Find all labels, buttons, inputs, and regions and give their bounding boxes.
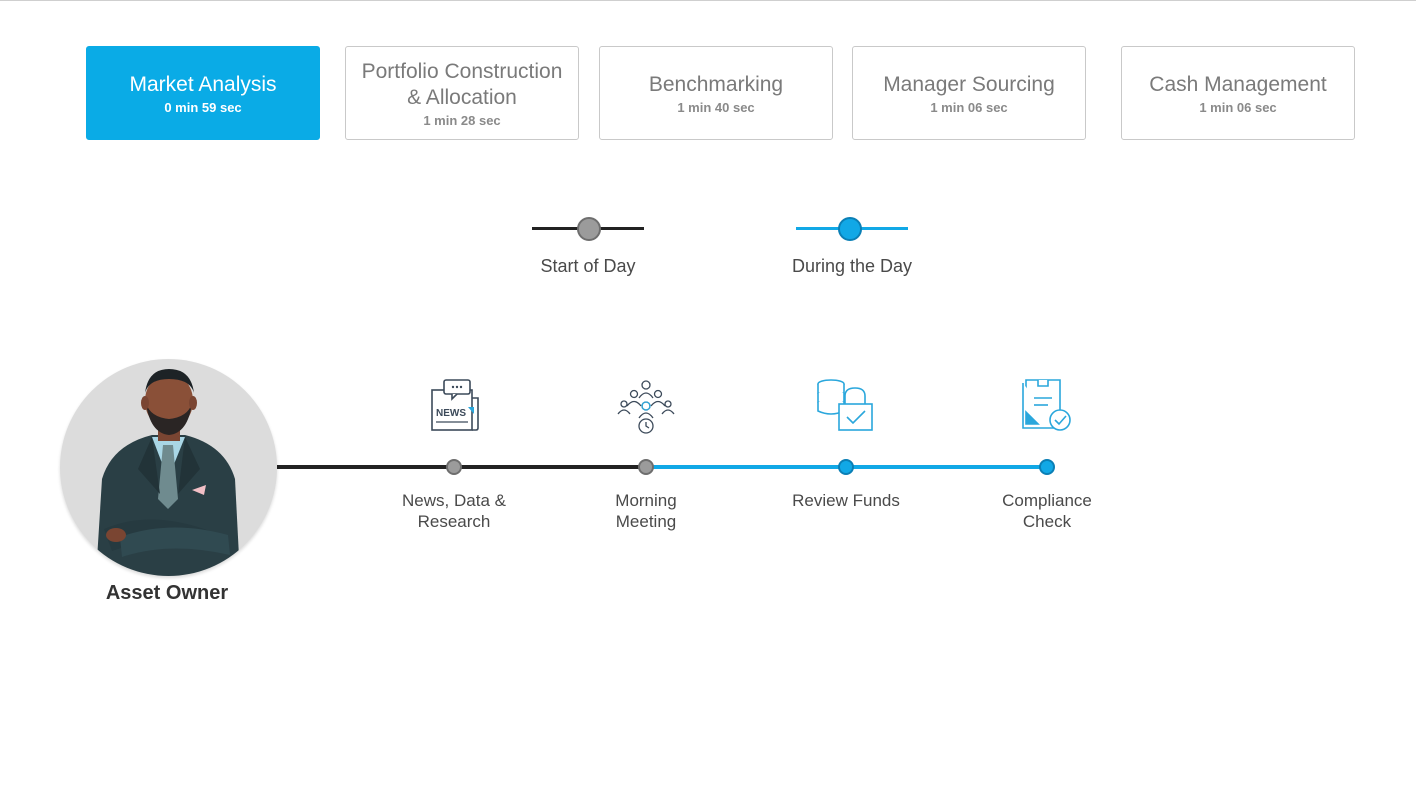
label-line: Check bbox=[1022, 512, 1072, 531]
timeline-label-meeting: Morning Meeting bbox=[576, 490, 716, 532]
tab-time: 1 min 06 sec bbox=[1199, 99, 1277, 115]
timeline-node-compliance[interactable] bbox=[1039, 459, 1055, 475]
label-line: News, Data & bbox=[402, 491, 506, 510]
compliance-check-icon bbox=[1022, 379, 1071, 431]
news-icon: NEWS bbox=[431, 379, 479, 431]
tab-title: Market Analysis bbox=[129, 72, 277, 96]
tab-cash-management[interactable]: Cash Management 1 min 06 sec bbox=[1121, 46, 1355, 140]
timeline-node-news[interactable] bbox=[446, 459, 462, 475]
label-line: Meeting bbox=[615, 512, 677, 531]
tab-title: Cash Management bbox=[1149, 72, 1327, 96]
legend-blue-dot bbox=[838, 217, 862, 241]
tab-manager-sourcing[interactable]: Manager Sourcing 1 min 06 sec bbox=[852, 46, 1086, 140]
database-lock-icon bbox=[817, 379, 873, 431]
top-divider bbox=[0, 0, 1416, 1]
timeline-node-meeting[interactable] bbox=[638, 459, 654, 475]
timeline-label-news: News, Data & Research bbox=[384, 490, 524, 532]
avatar bbox=[60, 359, 277, 576]
persona-label: Asset Owner bbox=[105, 582, 229, 604]
legend-gray-dot bbox=[577, 217, 601, 241]
tab-time: 0 min 59 sec bbox=[164, 99, 242, 115]
legend-start-of-day: Start of Day bbox=[532, 212, 644, 292]
tab-time: 1 min 06 sec bbox=[930, 99, 1008, 115]
tab-market-analysis[interactable]: Market Analysis 0 min 59 sec bbox=[86, 46, 320, 140]
legend-label: During the Day bbox=[791, 256, 913, 276]
tab-time: 1 min 40 sec bbox=[677, 99, 755, 115]
tab-title: Portfolio Construction & Allocation bbox=[361, 59, 563, 109]
label-line: Compliance bbox=[1002, 491, 1092, 510]
asset-owner-illustration bbox=[96, 369, 240, 576]
timeline-label-review-funds: Review Funds bbox=[776, 490, 916, 511]
legend-label: Start of Day bbox=[540, 256, 636, 276]
tab-title: Benchmarking bbox=[648, 72, 784, 96]
tab-benchmarking[interactable]: Benchmarking 1 min 40 sec bbox=[599, 46, 833, 140]
legend-during-the-day: During the Day bbox=[792, 212, 912, 292]
timeline-node-review-funds[interactable] bbox=[838, 459, 854, 475]
tab-portfolio-construction[interactable]: Portfolio Construction & Allocation 1 mi… bbox=[345, 46, 579, 140]
label-line: Review Funds bbox=[792, 491, 900, 510]
timeline-label-compliance: Compliance Check bbox=[977, 490, 1117, 532]
svg-text:NEWS: NEWS bbox=[436, 408, 466, 419]
meeting-icon bbox=[617, 380, 675, 434]
label-line: Research bbox=[417, 512, 491, 531]
tab-time: 1 min 28 sec bbox=[423, 112, 501, 128]
tab-title: Manager Sourcing bbox=[883, 72, 1055, 96]
label-line: Morning bbox=[615, 491, 677, 510]
